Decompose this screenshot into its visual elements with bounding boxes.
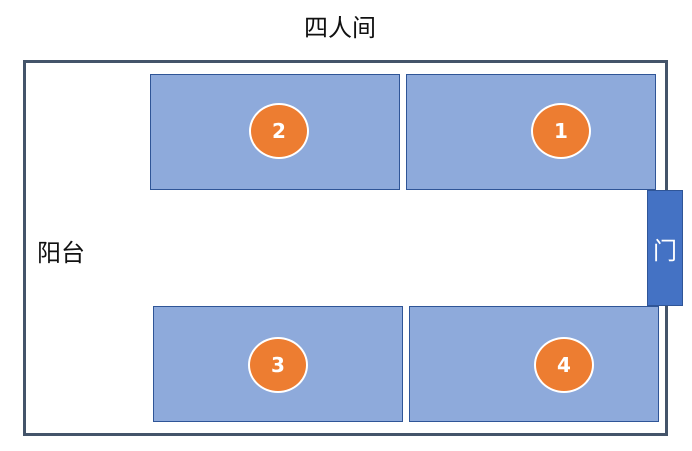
bed-3: 3 (153, 306, 403, 422)
bed-number-badge: 2 (249, 103, 309, 159)
bed-number-badge: 4 (534, 337, 594, 393)
bed-number-badge: 1 (531, 103, 591, 159)
bed-2: 2 (150, 74, 400, 190)
bed-4: 4 (409, 306, 659, 422)
bed-number-badge: 3 (248, 337, 308, 393)
balcony-label: 阳台 (37, 239, 85, 267)
diagram-title: 四人间 (304, 14, 376, 42)
door: 门 (647, 190, 683, 306)
bed-1: 1 (406, 74, 656, 190)
